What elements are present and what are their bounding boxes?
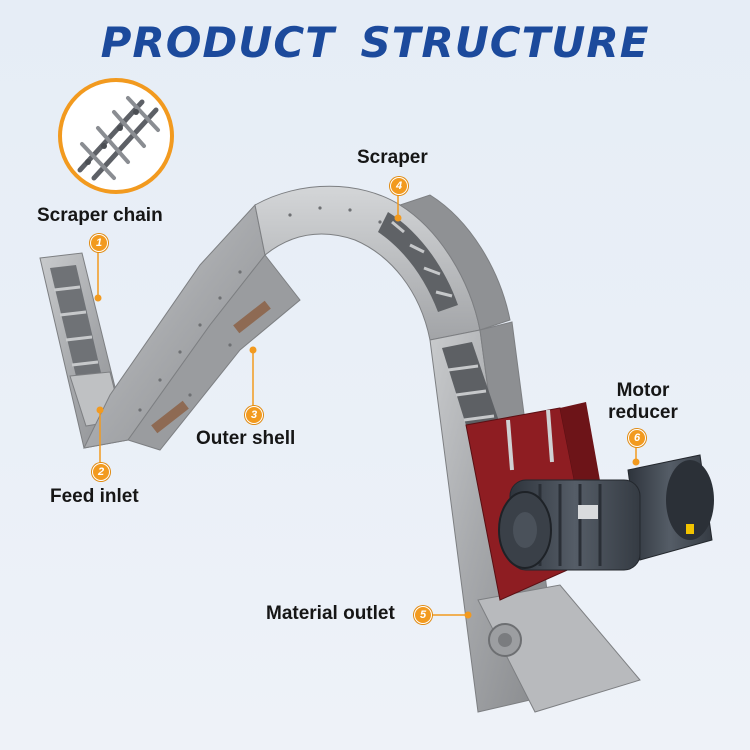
label-scraper-chain: Scraper chain	[37, 205, 163, 226]
label-outer-shell: Outer shell	[196, 428, 296, 449]
badge-3: 3	[245, 406, 263, 424]
motor-reducer	[498, 454, 714, 571]
label-scraper: Scraper	[357, 147, 428, 168]
leader-dots	[94, 214, 640, 619]
badge-1: 1	[90, 234, 108, 252]
label-material-outlet: Material outlet	[266, 603, 395, 624]
label-motor-reducer: Motor reducer	[608, 380, 678, 423]
leader-lines	[97, 193, 637, 616]
scraper-chain-inset	[58, 78, 174, 194]
badge-5: 5	[414, 606, 432, 624]
outer-shell	[83, 185, 511, 451]
label-feed-inlet: Feed inlet	[50, 486, 139, 507]
chain-icon	[77, 96, 160, 181]
badge-6: 6	[628, 429, 646, 447]
badge-4: 4	[390, 177, 408, 195]
badge-2: 2	[92, 463, 110, 481]
scraper-window	[378, 212, 458, 312]
page-title: PRODUCT STRUCTURE	[100, 18, 650, 67]
